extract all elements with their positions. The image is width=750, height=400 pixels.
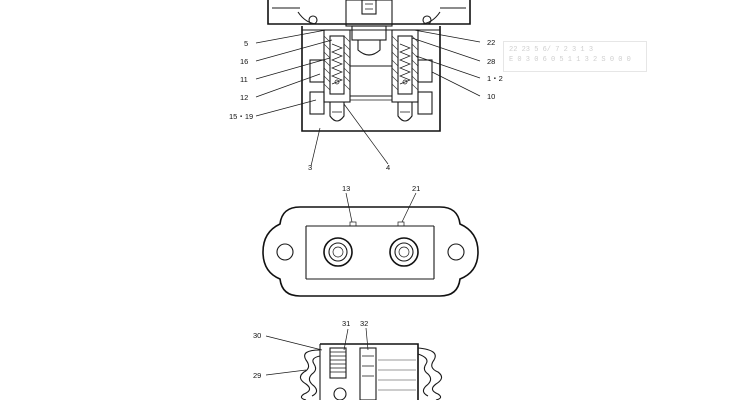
callout-3: 3 <box>308 163 312 172</box>
callout-1-2: 1・2 <box>487 74 503 83</box>
callout-15-19: 15・19 <box>229 112 253 121</box>
valve-side-view <box>299 343 443 400</box>
stamp-line-2: E 0 3 0 6 0 5 1 1 3 2 S 0 0 0 <box>509 56 631 64</box>
callout-30: 30 <box>253 331 261 340</box>
callout-29: 29 <box>253 371 261 380</box>
valve-plan-view <box>262 192 479 297</box>
callout-4: 4 <box>386 163 390 172</box>
callout-11: 11 <box>240 75 248 84</box>
callout-12: 12 <box>240 93 248 102</box>
callout-13: 13 <box>342 184 350 193</box>
callout-21: 21 <box>412 184 420 193</box>
top-leader-lines <box>255 29 481 167</box>
top-callouts: 5 16 11 12 15・19 3 4 22 28 1・2 10 <box>229 38 503 172</box>
callout-31: 31 <box>342 319 350 328</box>
callout-32: 32 <box>360 319 368 328</box>
bottom-leader-lines <box>265 327 369 376</box>
callout-22: 22 <box>487 38 495 47</box>
callout-28: 28 <box>487 57 495 66</box>
bottom-callouts: 30 29 31 32 <box>253 319 368 380</box>
middle-callouts: 13 21 <box>342 184 420 193</box>
valve-section-view <box>267 0 471 132</box>
callout-16: 16 <box>240 57 248 66</box>
callout-10: 10 <box>487 92 495 101</box>
faded-stamp: 22 23 5 6/ 7 2 3 1 3 E 0 3 0 6 0 5 1 1 3… <box>503 41 647 72</box>
stamp-line-1: 22 23 5 6/ 7 2 3 1 3 <box>509 46 594 54</box>
callout-5: 5 <box>244 39 248 48</box>
